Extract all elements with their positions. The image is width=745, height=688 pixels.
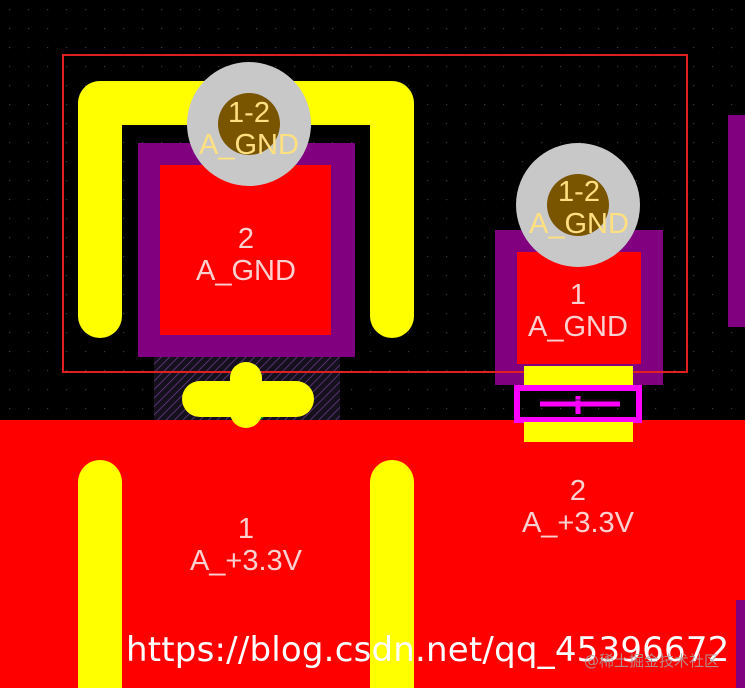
pad-gnd-right[interactable] [517, 252, 641, 364]
edge-component-copper [736, 600, 745, 688]
pad-3v3-left-number: 1 [238, 513, 254, 545]
via-right-net-label: A_GND [529, 208, 629, 240]
pad-3v3-left-net: A_+3.3V [190, 545, 303, 577]
watermark-site: @稀土掘金技术社区 [584, 652, 720, 670]
magenta-frame-right [514, 385, 642, 423]
edge-component-mask[interactable] [728, 115, 745, 327]
silkscreen-bar-right-bottom [524, 422, 633, 442]
via-right-hole [547, 174, 609, 236]
pad-gnd-left-number: 2 [238, 223, 254, 255]
watermark-url: https://blog.csdn.net/qq_45396672 [126, 630, 730, 670]
silkscreen-bar-right-top [524, 366, 633, 386]
via-left-hole [218, 93, 280, 155]
via-left-net-label: A_GND [199, 129, 299, 161]
pad-3v3-right-net: A_+3.3V [522, 507, 635, 539]
via-right-layers-label: 1-2 [558, 176, 600, 208]
dark-gap-right [538, 399, 618, 401]
pad-gnd-right-number: 1 [570, 279, 586, 311]
pad-gnd-left[interactable] [160, 165, 331, 335]
pad-gnd-left-net: A_GND [196, 255, 296, 287]
pad-3v3-right-number: 2 [570, 475, 586, 507]
pad-gnd-right-net: A_GND [528, 311, 628, 343]
selection-outline[interactable] [62, 54, 688, 373]
via-left-layers-label: 1-2 [228, 97, 270, 129]
